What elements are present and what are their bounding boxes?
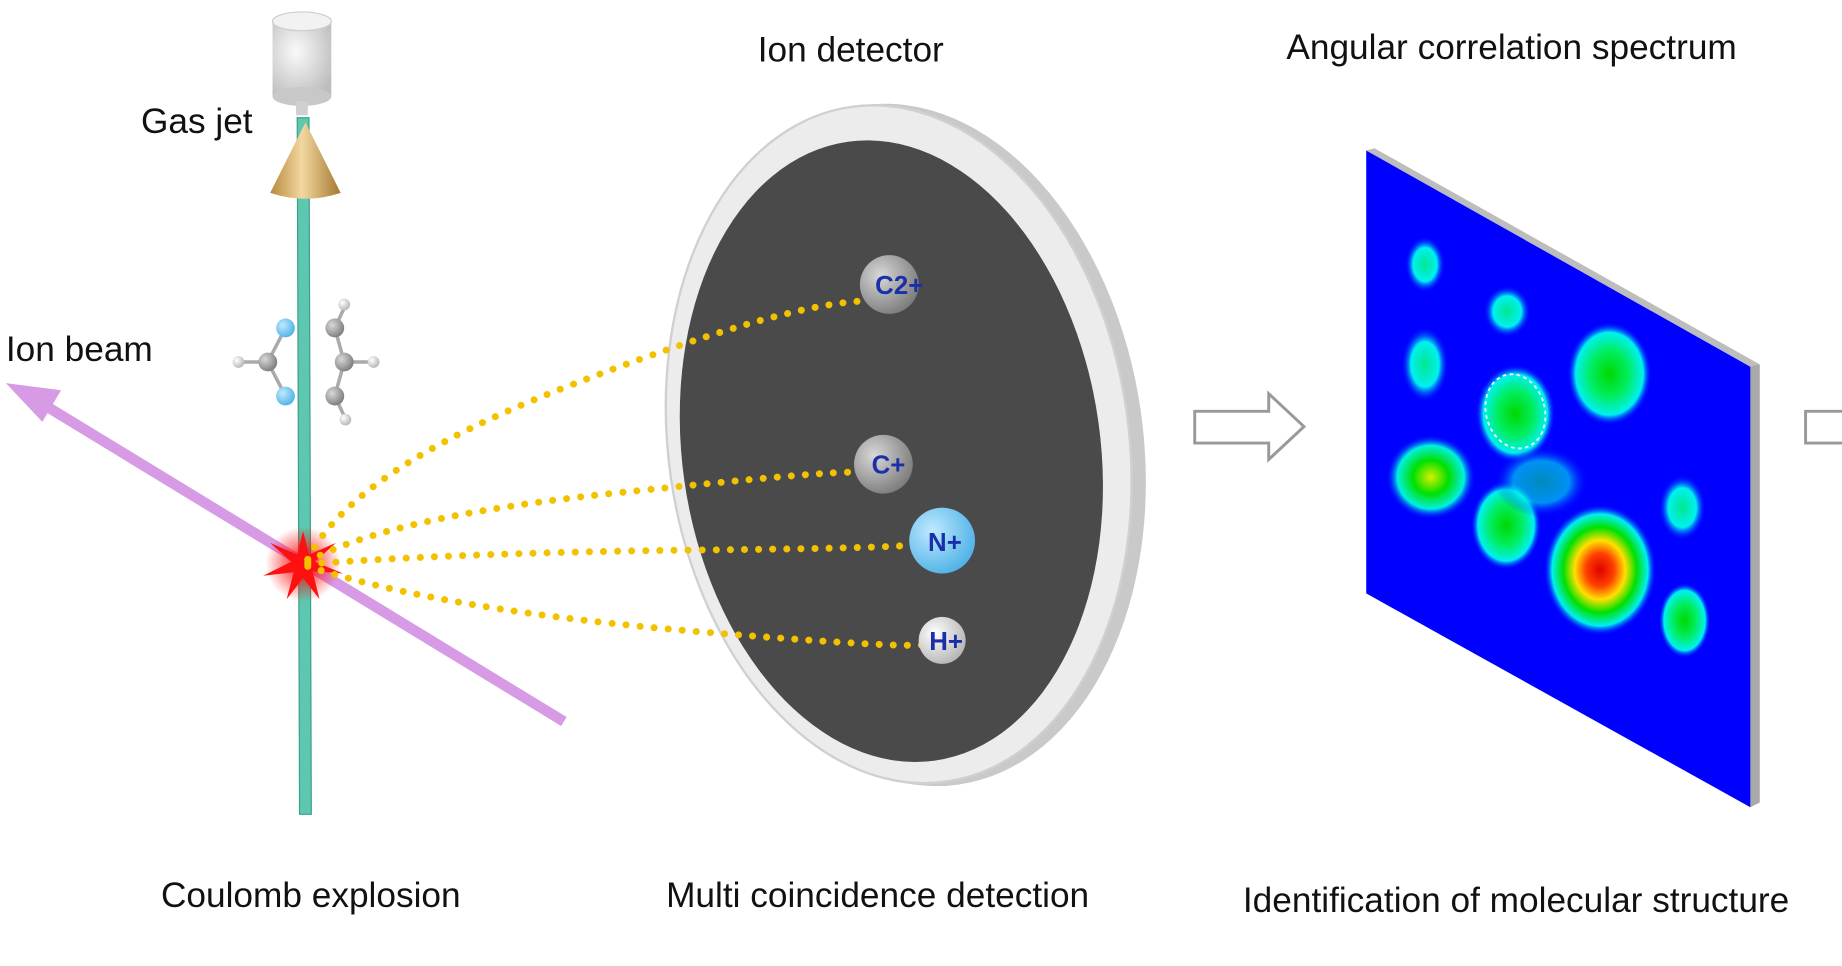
spectrum-peak: [1386, 434, 1476, 520]
spectrum-peak: [1658, 474, 1706, 541]
angular-correlation-spectrum: [1366, 148, 1760, 808]
ion-cplus: C+: [854, 434, 913, 494]
ion-beam-label: Ion beam: [6, 330, 153, 369]
skimmer-cone: [270, 122, 341, 199]
gas-jet-beam: [296, 117, 312, 815]
highlight-circle: [1484, 373, 1547, 450]
svg-text:C2+: C2+: [875, 272, 923, 300]
ion-beam-arrowhead: [5, 383, 62, 422]
svg-text:N+: N+: [928, 529, 962, 557]
spectrum-peak: [1567, 322, 1652, 426]
ion-nplus: N+: [909, 507, 976, 574]
trajectory-hplus: [304, 562, 933, 649]
gas-jet-nozzle: [271, 11, 332, 116]
identification-caption: Identification of molecular structure: [1243, 881, 1789, 920]
ion-c2plus: C2+: [859, 255, 923, 314]
pyrimidine-molecule: [232, 298, 380, 426]
spectrum-peak: [1494, 446, 1589, 518]
svg-text:C+: C+: [872, 452, 906, 480]
ion-detector-label: Ion detector: [758, 30, 944, 69]
svg-text:H+: H+: [929, 628, 963, 656]
ion-hplus: H+: [918, 616, 966, 664]
process-arrow-icon: [1193, 390, 1307, 463]
spectrum-peak: [1483, 285, 1531, 338]
coulomb-explosion-caption: Coulomb explosion: [161, 876, 461, 915]
gas-jet-label: Gas jet: [141, 102, 253, 141]
spectrum-title: Angular correlation spectrum: [1286, 28, 1736, 67]
multi-coincidence-caption: Multi coincidence detection: [666, 876, 1089, 915]
spectrum-peak: [1401, 326, 1449, 402]
spectrum-peak: [1658, 582, 1711, 659]
process-arrow-icon-2: [1804, 409, 1842, 445]
trajectory-c2plus: [304, 297, 867, 563]
spectrum-peak: [1543, 504, 1657, 636]
ion-trajectories: [304, 297, 933, 649]
spectrum-peak: [1475, 364, 1556, 464]
trajectory-cplus: [304, 468, 862, 566]
explosion-icon: [263, 526, 344, 602]
spectrum-peak: [1404, 236, 1445, 293]
trajectory-nplus: [304, 539, 920, 568]
